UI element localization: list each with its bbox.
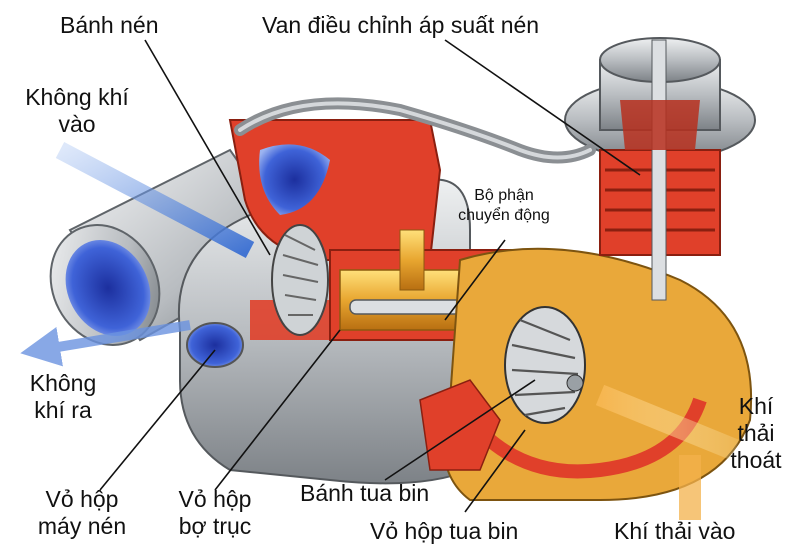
label-air-in: Không khí vào	[25, 84, 129, 137]
air-in-arrow	[55, 142, 255, 258]
label-compressor-housing: Vỏ hộp máy nén	[37, 486, 127, 539]
label-exhaust-out: Khí thải thoát	[730, 393, 782, 473]
wastegate-actuator	[564, 37, 756, 301]
leader-lines	[99, 39, 641, 513]
label-turbine-wheel: Bánh tua bin	[300, 480, 430, 506]
air-out-arrow	[20, 320, 191, 367]
label-turbine-housing: Vỏ hộp tua bin	[370, 518, 519, 544]
label-compressor-wheel: Bánh nén	[60, 12, 159, 38]
label-air-out: Không khí ra	[29, 370, 97, 423]
compressor-wheel	[271, 224, 329, 336]
turbine-wheel	[504, 306, 586, 424]
label-moving-part: Bộ phận chuyển động	[458, 187, 550, 224]
label-pressure-valve: Van điều chỉnh áp suất nén	[262, 12, 540, 38]
label-exhaust-in: Khí thải vào	[614, 518, 736, 544]
exhaust-out-arrow	[595, 384, 740, 461]
intake-pipe	[49, 148, 302, 346]
label-bearing-housing: Vỏ hộp bợ trục	[178, 486, 252, 539]
